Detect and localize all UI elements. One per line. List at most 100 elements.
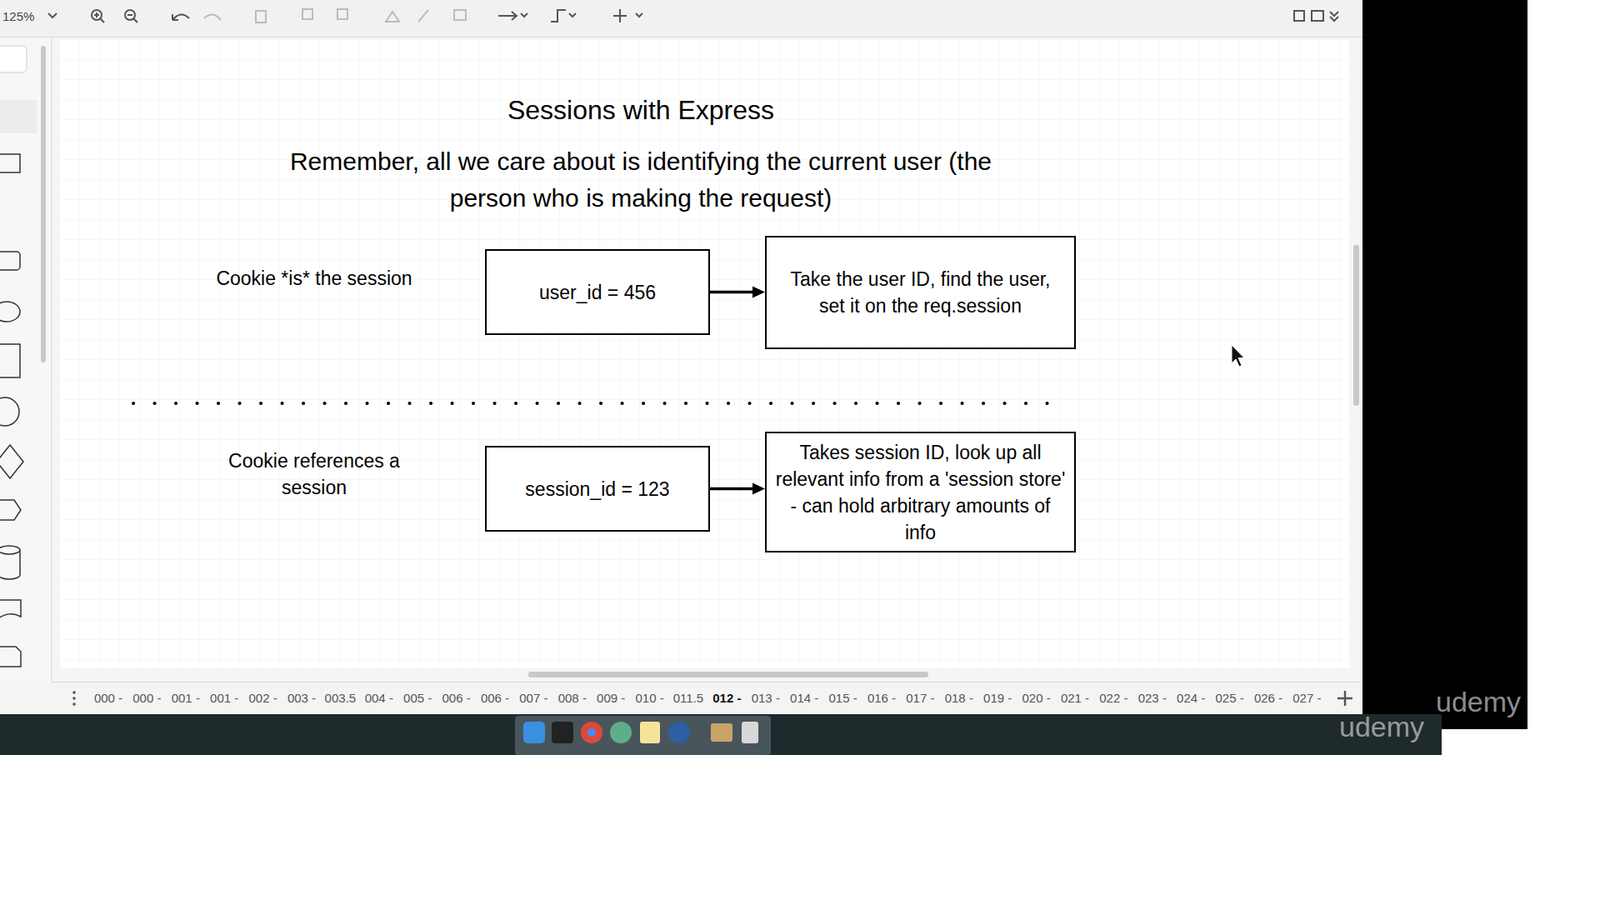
rectangle-shape (0, 154, 20, 173)
cookie-value-box: user_id = 456 (485, 249, 710, 335)
menu-dot (72, 690, 76, 695)
dock (515, 715, 771, 755)
watermark: udemy (1435, 685, 1521, 719)
folder-icon (710, 723, 733, 742)
finder-icon (523, 721, 545, 744)
video-letterbox (1362, 0, 1442, 755)
app-icon (668, 721, 690, 744)
page-menu-icon (72, 690, 76, 706)
delete-icon (255, 10, 266, 23)
page-tab: 012 - (707, 681, 746, 715)
page-tab: 014 - (785, 681, 824, 715)
shape-sidebar (0, 37, 51, 682)
box-text: user_id = 456 (539, 279, 656, 306)
page-tab: 018 - (940, 681, 979, 715)
vertical-scrollbar (1353, 245, 1360, 406)
terminal-icon (551, 721, 574, 744)
diamond-shape (0, 445, 24, 479)
page-tab: 023 - (1133, 681, 1172, 715)
connector-arrow (710, 483, 765, 495)
redo-icon (204, 14, 221, 20)
sidebar-border (50, 37, 52, 682)
page-tab: 021 - (1055, 681, 1095, 715)
chrome-icon (587, 728, 596, 737)
box-text: Takes session ID, look up all relevant i… (775, 439, 1066, 546)
line-color-icon (418, 10, 429, 22)
to-front-icon (302, 9, 313, 20)
video-letterbox (1441, 0, 1528, 730)
trash-icon (741, 721, 759, 744)
diagram-title: Sessions with Express (507, 93, 775, 127)
canvas-grid (59, 39, 1350, 669)
arrowhead (752, 483, 765, 495)
box-text: session_id = 123 (525, 475, 670, 503)
fill-icon (385, 11, 400, 22)
cookie-value-box: session_id = 123 (485, 445, 710, 532)
format-panel-icon (1311, 10, 1324, 21)
menu-dot (72, 702, 76, 706)
sidebar-scrollbar (40, 45, 46, 363)
sidebar-shapes (0, 154, 24, 667)
toolbar-icons (48, 9, 1339, 23)
horizontal-scrollbar (528, 671, 929, 678)
connector-arrow (710, 286, 765, 299)
page-tab: 019 - (978, 681, 1017, 715)
zoom-in-icon (94, 12, 105, 23)
page-tab: 020 - (1017, 681, 1056, 715)
to-back-icon (337, 9, 348, 20)
add-page-icon (1337, 690, 1353, 706)
connection-icon (498, 11, 528, 20)
page-tab: 008 - (553, 681, 592, 715)
page-tab: 025 - (1210, 681, 1250, 715)
page-tab: 007 - (514, 681, 553, 715)
page-tab: 001 - (205, 681, 244, 715)
fullscreen-icon (1294, 10, 1305, 21)
insert-icon (613, 9, 643, 23)
page-tab: 003 - (282, 681, 321, 715)
page-tab: 015 - (824, 681, 863, 715)
page-tab: 027 - (1287, 681, 1326, 715)
page-tab: 000 - (127, 681, 166, 715)
desktop-strip (0, 714, 1442, 755)
box-text: Take the user ID, find the user, set it … (775, 265, 1066, 320)
dotted-separator (133, 401, 1067, 405)
collapse-icon (1330, 11, 1339, 21)
toolbar-border (0, 36, 1363, 38)
page-tab: 017 - (900, 681, 940, 715)
page-tab: 016 - (862, 681, 901, 715)
page-tab: 005 - (398, 681, 437, 715)
circle-shape (0, 397, 20, 426)
page-tab: 013 - (746, 681, 785, 715)
shadow-icon (454, 10, 466, 20)
document-shape (0, 600, 21, 620)
page-tab: 006 - (475, 681, 515, 715)
page-tab-bar (51, 681, 1363, 715)
menu-dot (72, 696, 76, 700)
mouse-cursor (1231, 345, 1245, 367)
tab-bar-border (51, 681, 1363, 683)
row-label: Cookie references a session (214, 447, 415, 501)
zoom-out-icon (127, 15, 138, 23)
page-tab: 026 - (1249, 681, 1288, 715)
zoom-level: 125% (2, 8, 35, 25)
app-icon (610, 721, 632, 744)
page-tab: 024 - (1171, 681, 1210, 715)
subtitle-note: Remember, all we care about is identifyi… (274, 143, 1008, 217)
watermark: udemy (1339, 710, 1425, 744)
editor-background (0, 0, 1363, 715)
canvas (59, 39, 1350, 669)
hexagon-shape (0, 500, 21, 520)
notes-icon (640, 721, 660, 744)
square-shape (0, 344, 20, 378)
page-tab: 011.5 (669, 681, 708, 715)
page-tab: 009 - (591, 681, 630, 715)
page-tab: 002 - (244, 681, 283, 715)
sidebar-header (0, 100, 37, 134)
cylinder-shape (0, 545, 20, 580)
page-tab: 004 - (360, 681, 399, 715)
chrome-icon (580, 721, 603, 744)
search-box (0, 45, 27, 73)
page-tab: 003.5 (320, 681, 360, 715)
page-tab: 006 - (437, 681, 476, 715)
